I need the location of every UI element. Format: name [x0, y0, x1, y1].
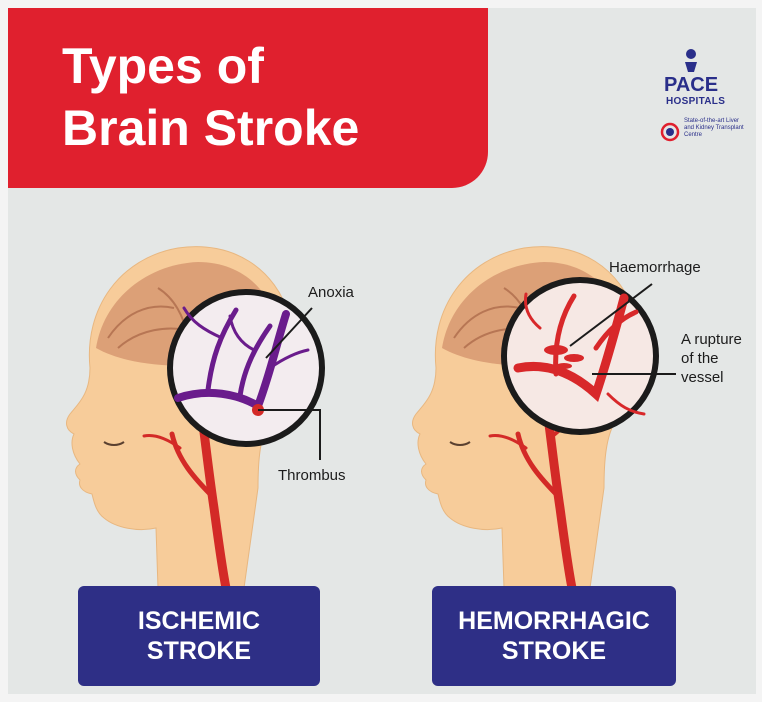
- hemorrhagic-stroke-card: HEMORRHAGIC STROKE: [432, 586, 676, 686]
- infographic: Types of Brain Stroke PACE HOSPITALS Sta…: [8, 8, 756, 694]
- page-title-line-1: Types of: [62, 38, 264, 94]
- page-title-line-2: Brain Stroke: [62, 100, 359, 156]
- title-banner: Types of Brain Stroke: [8, 8, 488, 188]
- label-haemorrhage: Haemorrhage: [609, 258, 701, 277]
- hemorrhagic-card-line-1: HEMORRHAGIC: [458, 606, 650, 636]
- logo-name: PACE: [664, 74, 718, 96]
- hemorrhagic-card-line-2: STROKE: [502, 636, 606, 666]
- stroke-diagram: [8, 198, 756, 588]
- ischemic-stroke-card: ISCHEMIC STROKE: [78, 586, 320, 686]
- hemorrhagic-magnifier: [504, 280, 676, 432]
- logo-subtitle: HOSPITALS: [666, 96, 725, 107]
- ischemic-card-line-1: ISCHEMIC: [138, 606, 260, 636]
- label-vessel-rupture: A rupture of the vessel: [681, 330, 756, 387]
- logo-tagline: State-of-the-art Liver and Kidney Transp…: [684, 118, 744, 139]
- label-anoxia: Anoxia: [308, 283, 354, 302]
- label-thrombus: Thrombus: [278, 466, 346, 485]
- ischemic-card-line-2: STROKE: [147, 636, 251, 666]
- hospital-logo: PACE HOSPITALS State-of-the-art Liver an…: [636, 44, 744, 154]
